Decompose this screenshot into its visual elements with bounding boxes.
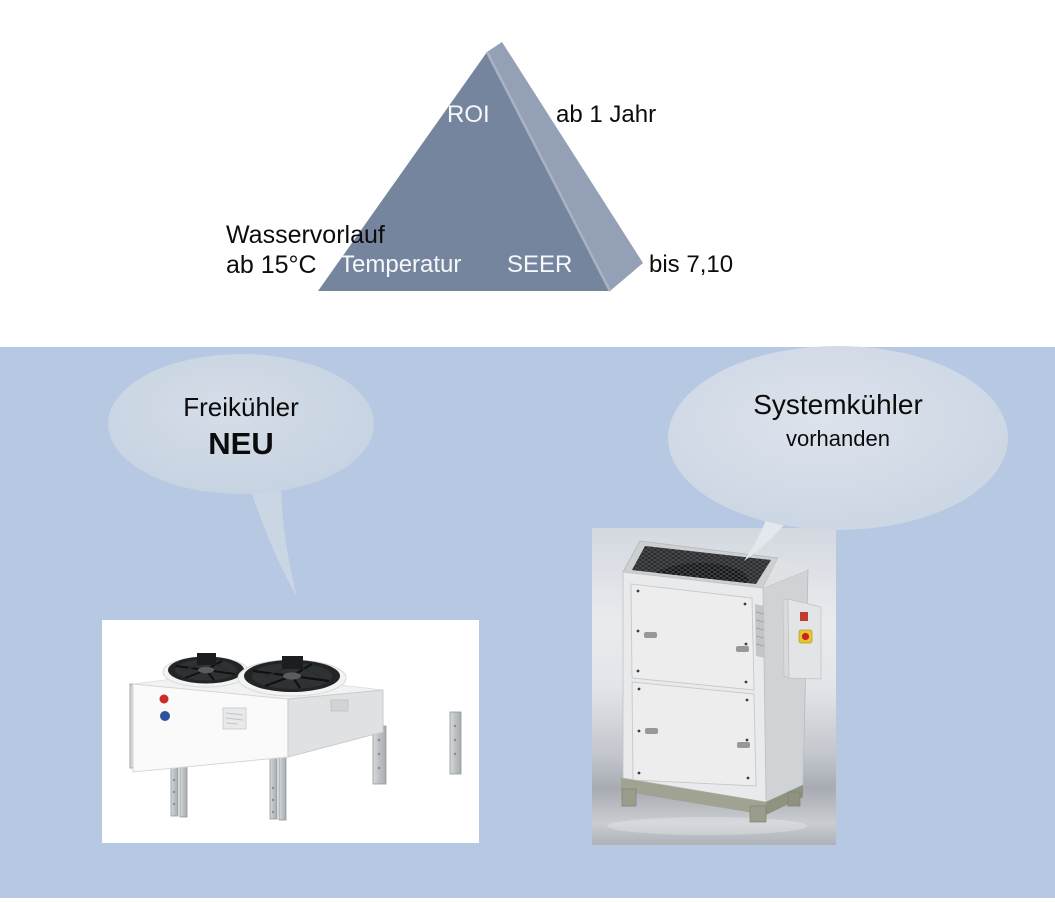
seer-value-label: bis 7,10 — [649, 251, 734, 278]
cooler-front-face — [132, 683, 289, 773]
cooler-end-face — [287, 689, 384, 758]
fan-left — [162, 653, 250, 688]
system-cooler-status: vorhanden — [786, 426, 890, 451]
temperatur-label: Temperatur — [340, 251, 462, 278]
bubble-left-text: Freikühler NEU — [130, 392, 352, 462]
lower-door — [631, 681, 757, 787]
system-cooler-illustration — [607, 540, 822, 835]
bubble-right-body — [668, 346, 1008, 530]
pyramid-shape-icon — [318, 42, 643, 292]
floor-reflection — [607, 817, 807, 835]
electrical-box — [782, 598, 822, 680]
water-flow-line2: ab 15°C — [226, 251, 317, 279]
base-plinth — [621, 778, 803, 823]
free-cooler-title: Freikühler — [183, 392, 299, 422]
speech-bubble-left — [108, 354, 374, 597]
nameplate — [222, 707, 247, 730]
bubble-left-body — [108, 354, 374, 494]
system-cooler-title: Systemkühler — [753, 389, 923, 420]
speech-bubble-right — [668, 346, 1008, 561]
roi-value-label: ab 1 Jahr — [556, 101, 657, 128]
fan-right — [237, 656, 347, 697]
pyramid-diagram: ROI ab 1 Jahr Wasservorlauf ab 15°C Temp… — [0, 0, 1055, 347]
emergency-stop-button — [801, 632, 810, 641]
vent-strip — [755, 604, 765, 658]
blue-logo-mark — [160, 711, 170, 721]
bubble-right-text: Systemkühler vorhanden — [698, 389, 978, 452]
seer-label: SEER — [507, 251, 573, 278]
cabinet-top-back — [763, 558, 808, 588]
water-flow-label: Wasservorlauf ab 15°C — [226, 220, 385, 280]
roi-label: ROI — [447, 101, 490, 128]
red-logo-mark — [159, 694, 169, 704]
water-flow-line1: Wasservorlauf — [226, 221, 385, 249]
dry-cooler-illustration — [129, 653, 462, 821]
system-cooler-image — [592, 528, 836, 845]
box-red-label — [800, 612, 808, 621]
end-face-plate — [330, 699, 349, 712]
free-cooler-image — [102, 620, 479, 843]
bubble-left-tail — [250, 486, 297, 597]
free-cooler-status: NEU — [208, 426, 274, 461]
upper-door — [630, 583, 755, 691]
